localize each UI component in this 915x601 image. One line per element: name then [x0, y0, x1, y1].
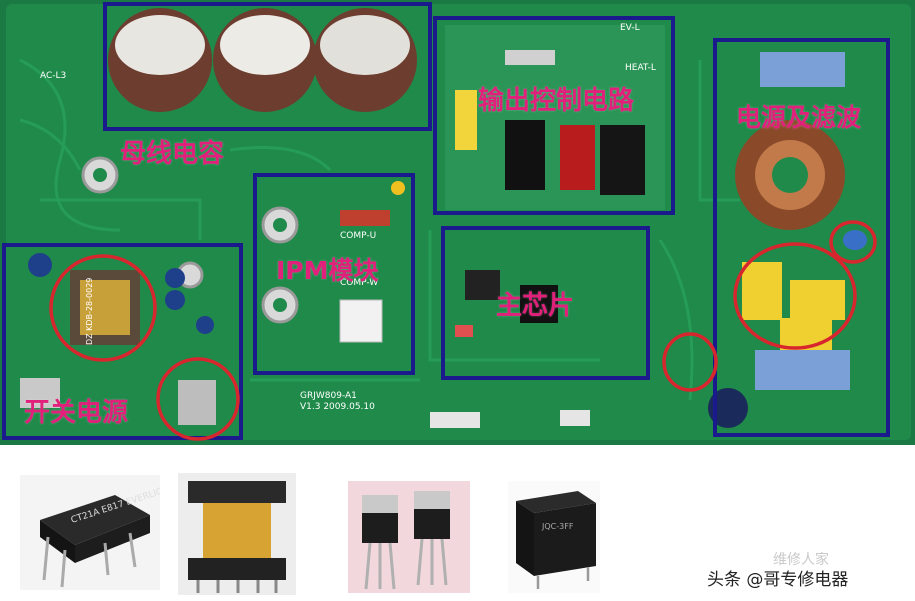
label-ipm-module: IPM模块 — [276, 256, 379, 285]
label-switching-power: 开关电源 — [24, 398, 129, 428]
circle-y-capacitors — [733, 242, 857, 350]
silk-ac-l3: AC-L3 — [40, 71, 66, 81]
silk-ev-l: EV-L — [620, 23, 640, 33]
box-switching-power — [2, 243, 243, 440]
circle-chip-small — [662, 332, 718, 392]
label-main-chip: 主芯片 — [496, 291, 575, 321]
optocoupler-photo: CT21A E817 EVERLIGHT — [20, 475, 160, 590]
relay-marking: JQC-3FF — [541, 522, 574, 531]
silk-model: GRJW809-A1 — [300, 391, 357, 401]
bus-capacitors — [108, 8, 417, 112]
box-output-control — [433, 16, 675, 215]
circle-transformer — [49, 254, 157, 362]
label-power-filter: 电源及滤波 — [736, 103, 862, 132]
mosfet-photo — [348, 481, 470, 593]
box-main-chip — [441, 226, 650, 380]
box-bus-capacitor — [103, 2, 432, 131]
pcb-board-photo: AC-L3 COMP-U COMP-W GRJW809-A1 V1.3 2009… — [0, 0, 915, 445]
component-strip: CT21A E817 EVERLIGHT JQC-3FF — [0, 445, 915, 601]
silk-comp-w: COMP-W — [340, 278, 378, 288]
silk-transformer: DZ KDB-28-0029 — [85, 278, 94, 345]
transformer-photo — [178, 473, 296, 595]
label-output-control: 输出控制电路 — [478, 86, 635, 116]
box-power-filter — [713, 38, 890, 437]
silk-comp-u: COMP-U — [340, 231, 376, 241]
relay-photo: JQC-3FF — [508, 481, 600, 593]
watermark-wechat: 维修人家 — [773, 552, 829, 568]
box-ipm-module — [253, 173, 415, 375]
circle-blue-cap — [829, 220, 877, 264]
silk-version: V1.3 2009.05.10 — [300, 402, 375, 412]
label-bus-capacitor: 母线电容 — [120, 139, 225, 169]
watermark-toutiao: 头条 @哥专修电器 — [707, 570, 849, 590]
silk-heat-l: HEAT-L — [625, 63, 656, 73]
circle-heatsink — [156, 357, 240, 441]
